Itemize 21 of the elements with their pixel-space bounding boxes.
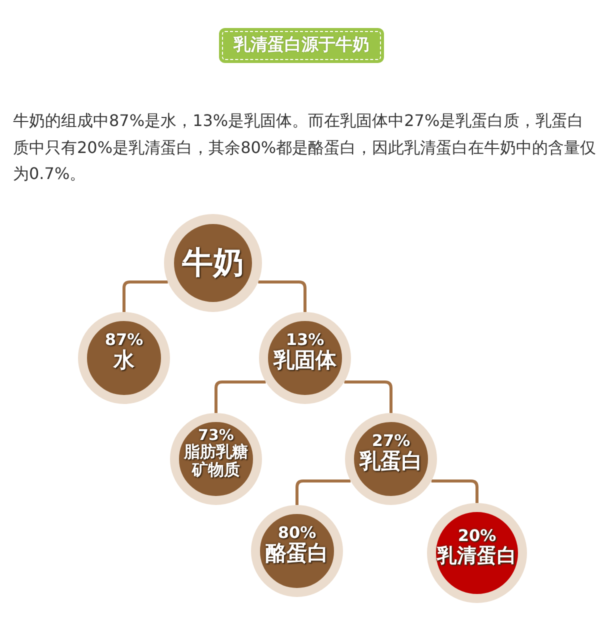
connector-line — [296, 480, 351, 505]
percentage-label: 87% — [104, 331, 144, 350]
connector-line — [214, 380, 266, 413]
percentage-label: 80% — [278, 524, 316, 542]
node-label: 水 — [114, 349, 134, 373]
node-label: 脂肪乳糖矿物质 — [183, 443, 249, 480]
connector-line — [122, 280, 168, 312]
node-label: 乳固体 — [274, 349, 336, 373]
description-text: 牛奶的组成中87%是水，13%是乳固体。而在乳固体中27%是乳蛋白质，乳蛋白质中只有20%是乳清蛋白，其余80%都是酪蛋白，因此乳清蛋白在牛奶中的含量仅为0.7%。 — [13, 110, 598, 185]
connector-line — [431, 480, 478, 503]
node-label: 牛奶 — [182, 246, 244, 280]
node-label: 酪蛋白 — [266, 542, 328, 566]
connector-line — [344, 380, 392, 413]
node-label: 乳清蛋白 — [437, 545, 517, 567]
percentage-label: 13% — [286, 331, 324, 350]
percentage-label: 27% — [372, 432, 410, 450]
node-label: 乳蛋白 — [360, 450, 422, 474]
title-banner: 乳清蛋白源于牛奶 — [219, 28, 384, 63]
percentage-label: 73% — [198, 426, 234, 444]
percentage-label: 20% — [458, 527, 496, 546]
connector-line — [258, 280, 306, 312]
